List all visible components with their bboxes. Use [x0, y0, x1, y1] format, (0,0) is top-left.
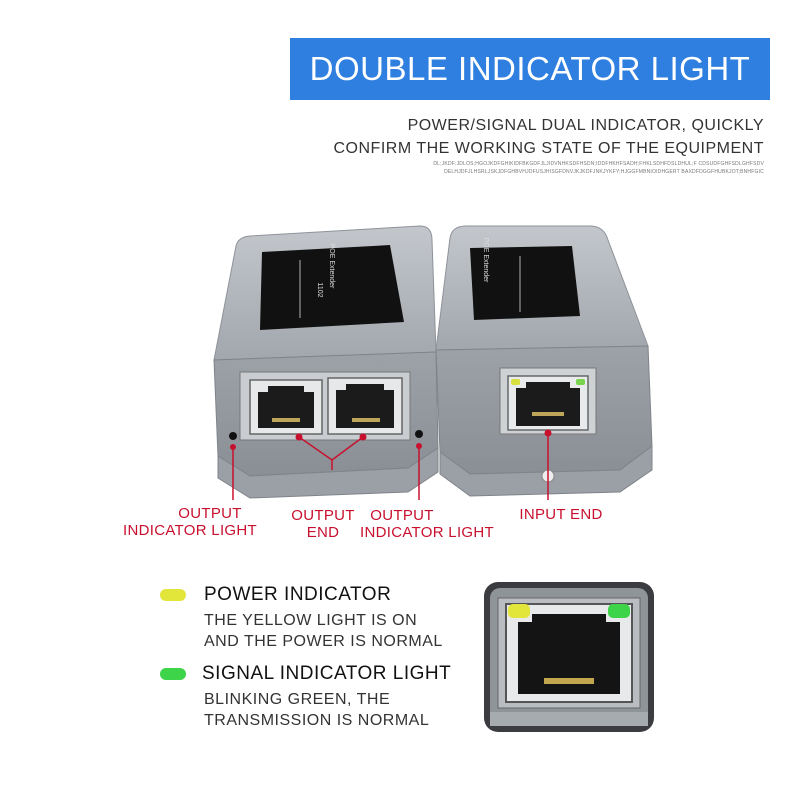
left-rj45-port-1 [249, 379, 323, 435]
legend-text: BLINKING GREEN, THE [204, 691, 391, 708]
power-indicator-dot [160, 589, 186, 601]
left-rj45-port-2 [327, 377, 403, 435]
right-extender-unit: POE Extender [435, 225, 653, 500]
input-end-label: INPUT END [519, 506, 603, 523]
output-indicator-light-right-label: OUTPUT INDICATOR LIGHT [352, 507, 502, 541]
callout-text: INDICATOR LIGHT [123, 522, 257, 539]
output-end-label: OUTPUT END [278, 507, 368, 541]
subtitle: POWER/SIGNAL DUAL INDICATOR, QUICKLY CON… [284, 114, 764, 160]
power-indicator-description: THE YELLOW LIGHT IS ON AND THE POWER IS … [204, 610, 443, 652]
output-indicator-light-left-label: OUTPUT INDICATOR LIGHT [110, 505, 270, 539]
signal-indicator-description: BLINKING GREEN, THE TRANSMISSION IS NORM… [204, 689, 429, 731]
fine-print: DL;JKDF;JDLOS;HGOJKDFGHIKIDFBKGDFJLJIDVN… [433, 161, 764, 175]
subtitle-line-1: POWER/SIGNAL DUAL INDICATOR, QUICKLY [407, 117, 764, 134]
left-output-indicator-led [229, 432, 237, 440]
port-closeup-inset [484, 582, 654, 732]
signal-indicator-dot [160, 668, 186, 680]
closeup-power-led [508, 604, 530, 618]
legend-text: TRANSMISSION IS NORMAL [204, 712, 430, 729]
legend-text: AND THE POWER IS NORMAL [204, 633, 443, 650]
callout-text: OUTPUT [370, 507, 434, 524]
legend-text: THE YELLOW LIGHT IS ON [204, 612, 418, 629]
input-signal-led [576, 379, 585, 385]
left-label-model: 1102 [316, 282, 323, 297]
input-rj45-port [499, 367, 597, 435]
right-output-indicator-led [415, 430, 423, 438]
callout-text: END [306, 524, 340, 541]
left-label-title: POE Extender [328, 244, 335, 289]
right-product-label: POE Extender [470, 238, 580, 320]
left-product-label: POE Extender 1102 [260, 244, 404, 330]
input-power-led [511, 379, 520, 385]
title-banner: DOUBLE INDICATOR LIGHT [290, 38, 770, 100]
callout-text: INDICATOR LIGHT [360, 524, 494, 541]
callout-text: OUTPUT [291, 507, 355, 524]
page-title: DOUBLE INDICATOR LIGHT [309, 50, 751, 87]
left-extender-unit: POE Extender 1102 [213, 225, 439, 500]
subtitle-line-2: CONFIRM THE WORKING STATE OF THE EQUIPME… [333, 140, 764, 157]
signal-indicator-title: SIGNAL INDICATOR LIGHT [202, 663, 452, 684]
right-label-title: POE Extender [482, 238, 489, 283]
callout-text: OUTPUT [178, 505, 242, 522]
product-photo: POE Extender 1102 [213, 225, 653, 500]
closeup-signal-led [608, 604, 630, 618]
power-indicator-title: POWER INDICATOR [204, 584, 392, 605]
